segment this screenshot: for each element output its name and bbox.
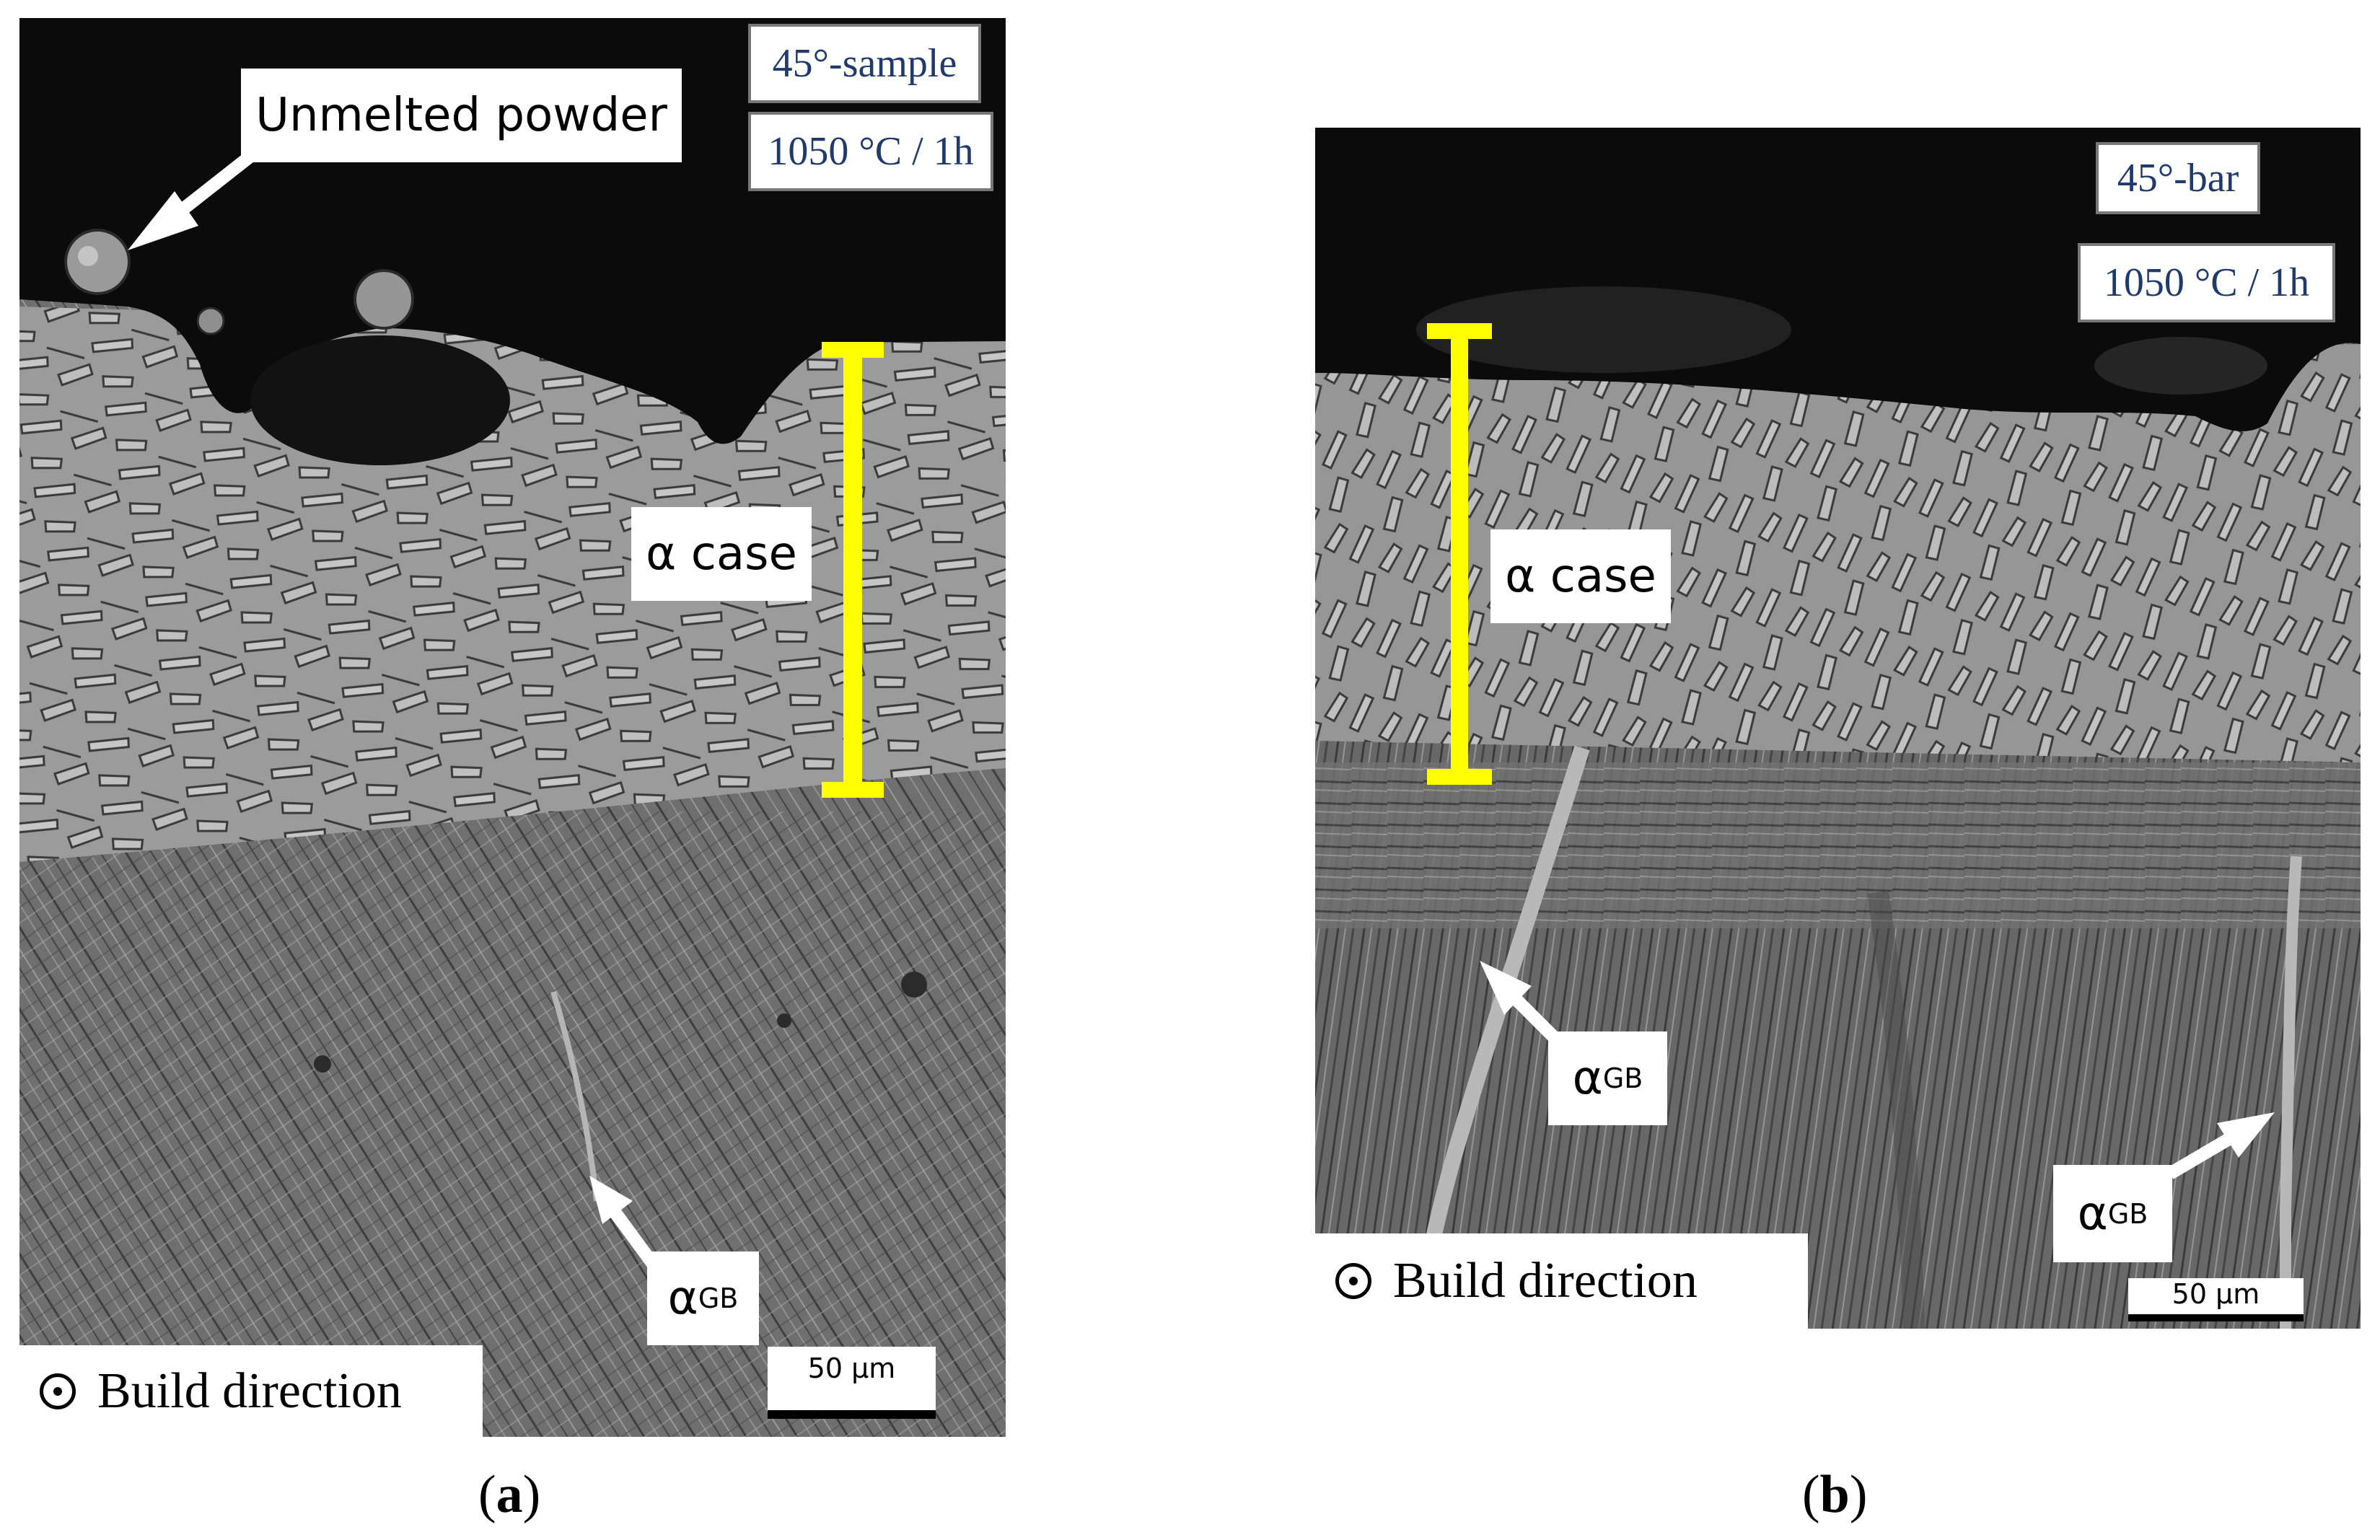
caption-letter: a bbox=[496, 1465, 523, 1524]
build-direction-text: Build direction bbox=[97, 1363, 402, 1419]
micrograph-image-a bbox=[19, 18, 1006, 1437]
condition-label: 1050 °C / 1h bbox=[2078, 243, 2335, 322]
alpha-case-label: α case bbox=[631, 507, 812, 601]
build-direction-label: Build direction bbox=[19, 1345, 483, 1437]
alpha-gb-base: α bbox=[2077, 1187, 2108, 1241]
scale-bar-label: 50 µm bbox=[2172, 1278, 2260, 1310]
micrograph-panel-a: 45°-sample 1050 °C / 1h Unmelted powder … bbox=[19, 18, 1006, 1437]
sample-label: 45°-bar bbox=[2096, 142, 2260, 214]
caption-b: (b) bbox=[1802, 1465, 1868, 1524]
condition-label: 1050 °C / 1h bbox=[748, 112, 993, 191]
caption-a: (a) bbox=[478, 1465, 541, 1524]
caption-letter: b bbox=[1819, 1465, 1850, 1524]
alpha-gb-subscript: GB bbox=[1602, 1062, 1643, 1094]
scale-bar-line bbox=[768, 1410, 936, 1419]
alpha-gb-subscript: GB bbox=[2107, 1197, 2148, 1230]
build-direction-label: Build direction bbox=[1315, 1233, 1808, 1329]
build-direction-text: Build direction bbox=[1393, 1253, 1698, 1308]
alpha-gb-base: α bbox=[1572, 1052, 1603, 1105]
scale-bar: 50 µm bbox=[768, 1347, 936, 1419]
alpha-case-label: α case bbox=[1490, 529, 1671, 623]
scale-bar-label: 50 µm bbox=[807, 1352, 896, 1384]
circled-dot-icon bbox=[1335, 1263, 1371, 1299]
circled-dot-icon bbox=[40, 1373, 76, 1409]
alpha-gb-subscript: GB bbox=[698, 1282, 739, 1314]
sample-label: 45°-sample bbox=[748, 24, 981, 103]
alpha-gb-base: α bbox=[667, 1272, 698, 1325]
scale-bar: 50 µm bbox=[2128, 1278, 2304, 1321]
unmelted-powder-label: Unmelted powder bbox=[241, 69, 682, 162]
scale-bar-line bbox=[2128, 1314, 2304, 1321]
